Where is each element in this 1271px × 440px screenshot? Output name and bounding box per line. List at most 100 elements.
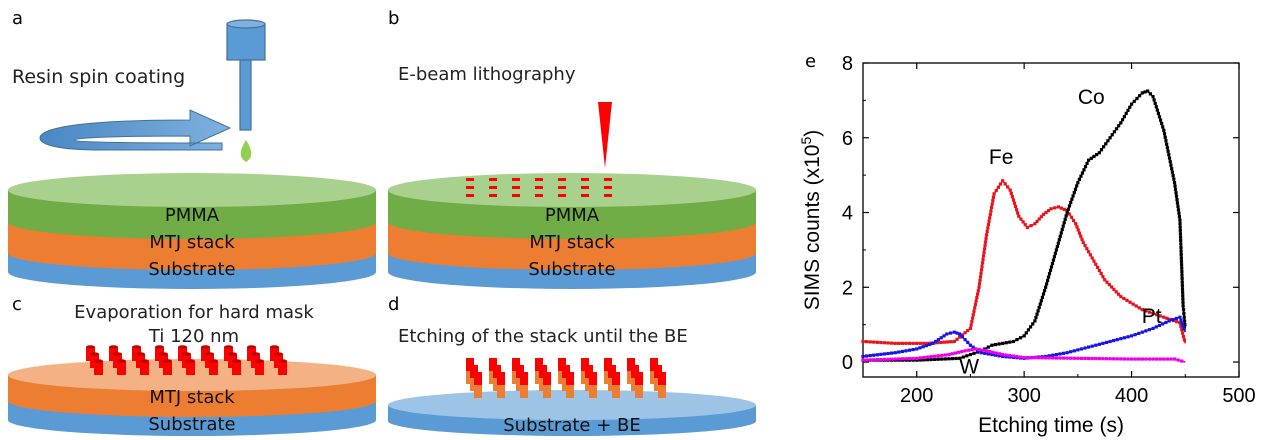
data-point-w (1151, 357, 1155, 361)
resist-exposure-dot (489, 194, 497, 197)
data-point-co (1165, 142, 1169, 146)
hard-mask-pillar (163, 361, 172, 375)
data-point-co (993, 343, 998, 347)
data-point-co (1177, 215, 1182, 219)
data-point-co (1033, 319, 1037, 323)
hard-mask-pillar-top (140, 359, 149, 363)
data-point-fe (1182, 338, 1186, 342)
data-point-fe (942, 340, 946, 344)
data-point-fe (1071, 218, 1076, 223)
data-point-pt (931, 341, 935, 345)
resist-exposure-dot (604, 178, 612, 181)
resin-drop-icon (240, 140, 252, 162)
data-point-co (1176, 208, 1181, 212)
data-point-fe (1010, 195, 1014, 199)
data-point-fe (911, 341, 915, 345)
etched-pillar-mask (520, 372, 528, 385)
data-point-w (943, 353, 947, 357)
data-point-pt (966, 340, 970, 345)
data-point-w (988, 349, 992, 354)
data-point-fe (1144, 309, 1148, 313)
data-point-fe (1029, 224, 1033, 228)
data-point-w (1061, 356, 1066, 360)
etched-pillar-mask (543, 372, 551, 385)
data-point-w (1094, 356, 1098, 361)
data-point-fe (1017, 214, 1021, 218)
resist-exposure-dot (466, 178, 474, 181)
data-point-co (1022, 334, 1026, 338)
data-point-pt (911, 347, 915, 352)
data-point-pt (1180, 321, 1184, 325)
data-point-fe (1088, 253, 1092, 257)
data-point-fe (975, 295, 979, 300)
hard-mask-pillar-top (228, 352, 237, 356)
data-point-co (1044, 285, 1048, 289)
data-point-w (1054, 356, 1058, 360)
data-point-co (1169, 163, 1173, 167)
etched-pillar-mask (539, 365, 547, 378)
data-point-co (1080, 171, 1085, 175)
data-point-co (983, 347, 987, 351)
data-point-co (1108, 136, 1112, 140)
data-point-fe (998, 182, 1003, 186)
data-point-w (918, 356, 922, 360)
x-tick-label: 400 (1115, 385, 1148, 407)
etched-pillar-mtj (474, 384, 482, 398)
series-label-co: Co (1078, 86, 1105, 109)
data-point-w (1022, 355, 1026, 360)
data-point-fe (958, 335, 962, 339)
data-point-w (984, 349, 989, 353)
data-point-pt (1051, 353, 1055, 357)
data-point-co (1110, 133, 1114, 137)
data-point-w (1058, 356, 1062, 360)
data-point-w (997, 352, 1002, 356)
resist-exposure-dot (558, 178, 566, 181)
data-point-co (1178, 218, 1182, 222)
data-point-co (1170, 170, 1174, 174)
data-point-co (1112, 130, 1116, 134)
data-point-co (1052, 255, 1057, 259)
data-point-co (1179, 256, 1183, 260)
etched-pillar-mask (493, 365, 501, 378)
data-point-w (907, 356, 912, 361)
etched-pillar-mtj (520, 384, 528, 398)
data-point-fe (1075, 225, 1079, 229)
data-point-fe (960, 333, 964, 337)
data-point-w (1011, 354, 1015, 358)
data-point-co (1156, 111, 1161, 116)
data-point-co (986, 345, 990, 349)
etched-pillar-mask (474, 372, 482, 385)
data-point-co (1176, 204, 1180, 209)
data-point-w (893, 357, 897, 361)
data-point-fe (984, 233, 989, 237)
data-point-fe (1079, 234, 1083, 238)
data-point-w (994, 351, 998, 355)
data-point-fe (1067, 212, 1071, 216)
data-point-co (1004, 341, 1008, 345)
data-point-co (950, 357, 955, 361)
data-point-co (1072, 190, 1076, 195)
data-point-w (1126, 357, 1130, 361)
data-point-fe (1033, 222, 1037, 226)
data-point-pt (1069, 350, 1073, 354)
data-point-w (864, 358, 869, 362)
data-point-fe (1035, 219, 1039, 224)
hard-mask-pillar-top (182, 352, 191, 356)
etched-pillar-mask (654, 365, 662, 378)
data-point-fe (1134, 304, 1138, 308)
data-point-co (1079, 174, 1083, 178)
data-point-fe (1110, 285, 1114, 289)
data-point-fe (1105, 280, 1109, 284)
hard-mask-pillar-top (224, 345, 233, 349)
data-point-co (947, 357, 951, 361)
y-tick-label: 8 (842, 53, 853, 75)
data-point-fe (868, 340, 872, 344)
data-point-w (922, 355, 926, 360)
data-point-fe (1025, 225, 1029, 230)
data-point-fe (1181, 334, 1186, 339)
data-point-co (1180, 273, 1184, 277)
panel-a-letter: a (12, 8, 23, 29)
data-point-w (872, 358, 876, 362)
data-point-pt (945, 332, 949, 336)
series-label-fe: Fe (989, 146, 1014, 169)
